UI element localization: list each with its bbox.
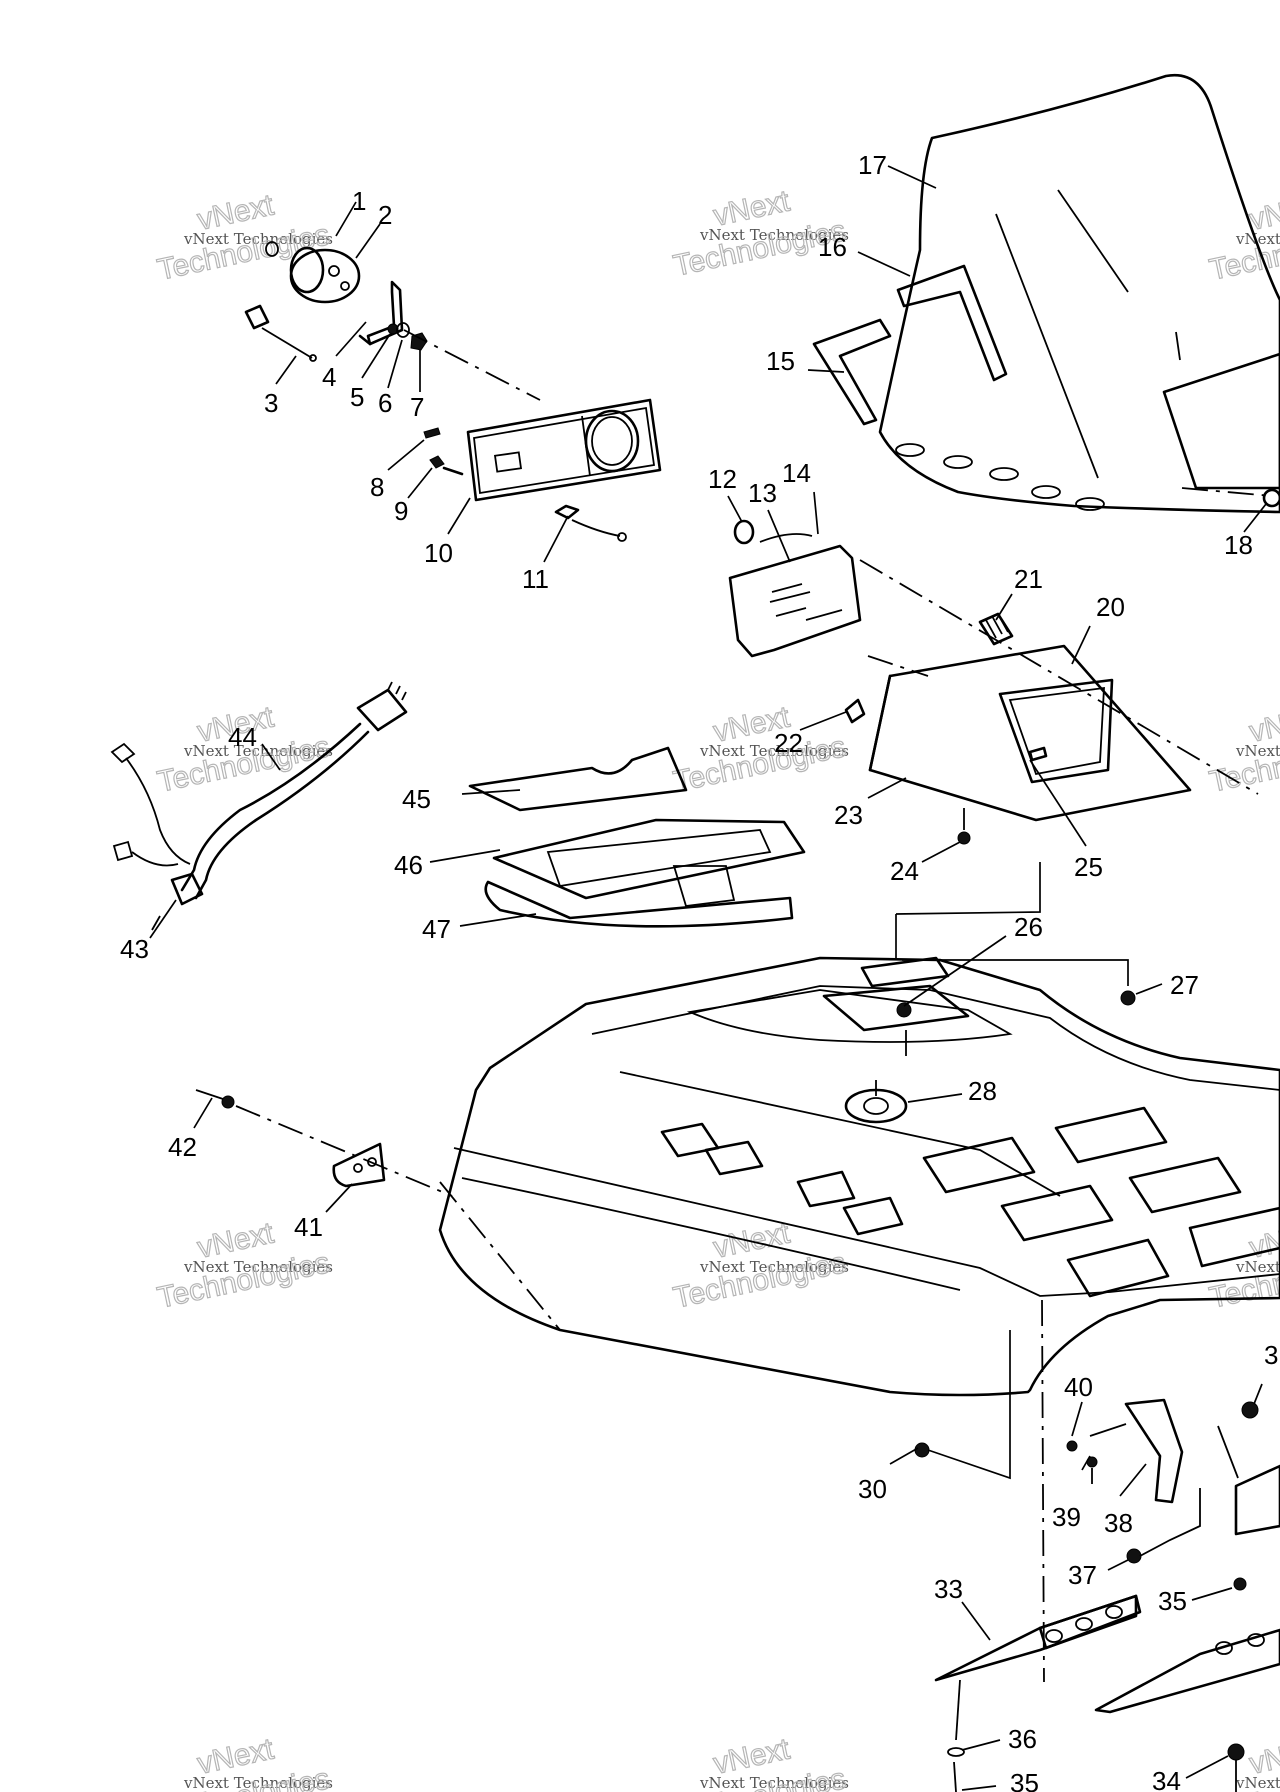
- callout-9: 9: [394, 496, 408, 526]
- callout-14: 14: [782, 458, 811, 488]
- callout-10: 10: [424, 538, 453, 568]
- callout-12: 12: [708, 464, 737, 494]
- callout-3: 3: [264, 388, 278, 418]
- callout-1: 1: [352, 186, 366, 216]
- callout-11: 11: [522, 564, 549, 594]
- leader-lines: [149, 165, 1267, 1791]
- callout-38: 38: [1104, 1508, 1133, 1538]
- watermark-text: vNext Technologies: [1235, 742, 1280, 760]
- callout-5: 5: [350, 382, 364, 412]
- callout-34: 34: [1152, 1766, 1181, 1792]
- watermark-text: vNext Technologies: [183, 1258, 333, 1276]
- callout-2: 2: [378, 200, 392, 230]
- callout-28: 28: [968, 1076, 997, 1106]
- callout-24: 24: [890, 856, 919, 886]
- watermark-text: vNext Technologies: [1235, 1774, 1280, 1792]
- callout-43: 43: [120, 934, 149, 964]
- callout-18: 18: [1224, 530, 1253, 560]
- watermark-big: Technologies: [155, 218, 333, 287]
- watermark-text: vNext Technologies: [699, 742, 849, 760]
- callout-22: 22: [774, 728, 803, 758]
- watermark-text: vNext Technologies: [699, 226, 849, 244]
- callout-15: 15: [766, 346, 795, 376]
- watermark-text: vNext Technologies: [183, 742, 333, 760]
- callout-13: 13: [748, 478, 777, 508]
- callout-46: 46: [394, 850, 423, 880]
- callout-47: 47: [422, 914, 451, 944]
- watermark-text: vNext Technologies: [699, 1774, 849, 1792]
- front-brackets: [195, 1089, 1280, 1792]
- callout-6: 6: [378, 388, 392, 418]
- watermark-text: vNext Technologies: [183, 1774, 333, 1792]
- watermark-text: vNext Technologies: [1235, 1258, 1280, 1276]
- callout-35b: 35: [1010, 1768, 1039, 1792]
- wiring-harness: [110, 681, 408, 931]
- watermark-big: Technologies: [671, 1246, 849, 1315]
- callout-16: 16: [818, 232, 847, 262]
- callout-3-right: 3: [1264, 1340, 1278, 1370]
- callout-45: 45: [402, 784, 431, 814]
- callout-21: 21: [1014, 564, 1043, 594]
- callout-39: 39: [1052, 1502, 1081, 1532]
- hood-vents: [660, 1106, 1280, 1298]
- callout-numbers: 1 2 3 4 5 6 7 8 9 10 11 12 13 14 15 16 1…: [120, 150, 1278, 1792]
- watermark-text: vNext Technologies: [183, 230, 333, 248]
- watermark-text: vNext Technologies: [699, 1258, 849, 1276]
- watermark-text: vNext Technologies: [1235, 230, 1280, 248]
- callout-20: 20: [1096, 592, 1125, 622]
- callout-26: 26: [1014, 912, 1043, 942]
- watermark-big: Technologies: [155, 1246, 333, 1315]
- callout-17: 17: [858, 150, 887, 180]
- callout-27: 27: [1170, 970, 1199, 1000]
- callout-37: 37: [1068, 1560, 1097, 1590]
- callout-23: 23: [834, 800, 863, 830]
- dash-panels: [468, 746, 806, 928]
- gauge-assembly: [244, 241, 662, 542]
- callout-35: 35: [1158, 1586, 1187, 1616]
- callout-25: 25: [1074, 852, 1103, 882]
- hood: [438, 862, 1280, 1397]
- callout-36: 36: [1008, 1724, 1037, 1754]
- callout-41: 41: [294, 1212, 323, 1242]
- callout-8: 8: [370, 472, 384, 502]
- callout-33: 33: [934, 1574, 963, 1604]
- callout-4: 4: [322, 362, 336, 392]
- windshield: [812, 73, 1280, 514]
- callout-30: 30: [858, 1474, 887, 1504]
- callout-40: 40: [1064, 1372, 1093, 1402]
- headlight-assembly: [728, 519, 1259, 845]
- watermark-big: Technologies: [671, 730, 849, 799]
- callout-7: 7: [410, 392, 424, 422]
- callout-44: 44: [228, 722, 257, 752]
- callout-42: 42: [168, 1132, 197, 1162]
